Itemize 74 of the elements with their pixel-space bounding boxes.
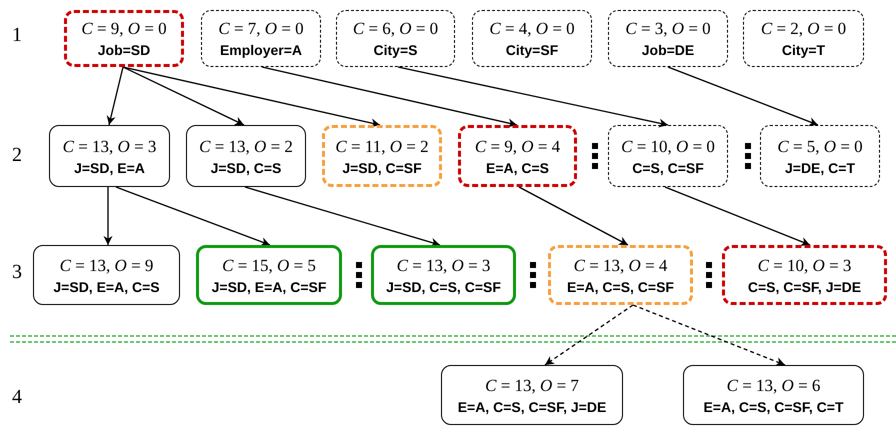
arrow <box>106 66 124 126</box>
score-text: C = 13, O = 2 <box>199 138 293 154</box>
attribute-text: E=A, C=S, C=SF <box>567 280 674 294</box>
attribute-text: J=SD, C=S, C=SF <box>386 280 501 294</box>
node-box <box>441 365 623 425</box>
arrow <box>122 66 244 126</box>
node-box <box>64 10 184 67</box>
attribute-text: C=S, C=SF, J=DE <box>748 280 862 294</box>
attribute-text: City=T <box>782 43 826 57</box>
attribute-text: J=SD, E=A <box>74 160 145 174</box>
score-text: C = 15, O = 5 <box>222 256 316 274</box>
node-box <box>683 365 864 425</box>
node-box <box>743 10 864 67</box>
attribute-text: J=SD, E=A, C=S <box>53 280 160 294</box>
score-text: C = 13, O = 7 <box>485 376 579 394</box>
row-number: 3 <box>12 262 22 282</box>
score-text: C = 13, O = 3 <box>62 138 156 154</box>
score-text: C = 11, O = 2 <box>335 138 429 154</box>
node-box <box>371 245 516 305</box>
node-box <box>548 245 693 305</box>
node-box <box>49 125 170 187</box>
arrow <box>518 186 628 246</box>
node-box <box>33 245 180 305</box>
attribute-text: J=DE, C=T <box>784 160 856 174</box>
node-box <box>458 125 577 187</box>
attribute-text: J=SD, C=SF <box>342 160 422 174</box>
score-text: C = 10, O = 0 <box>621 138 715 154</box>
node-box <box>201 10 321 67</box>
row-number: 1 <box>12 25 22 45</box>
dashed-arrow <box>544 304 634 366</box>
row-number: 2 <box>12 145 22 165</box>
attribute-text: E=A, C=S, C=SF, J=DE <box>458 400 606 414</box>
attribute-text: City=SF <box>506 43 558 57</box>
score-text: C = 9, O = 4 <box>474 138 560 154</box>
score-text: C = 13, O = 6 <box>726 376 820 394</box>
node-box <box>186 125 306 187</box>
score-text: C = 10, O = 3 <box>758 256 852 274</box>
node-box <box>336 10 455 67</box>
attribute-text: E=A, C=S <box>486 160 550 174</box>
attribute-text: Employer=A <box>220 43 302 57</box>
attribute-text: J=SD, C=S <box>210 160 282 174</box>
node-box <box>760 125 880 187</box>
node-box <box>472 10 592 67</box>
node-box <box>196 245 342 305</box>
attribute-text: C=S, C=SF <box>632 160 704 174</box>
node-box <box>322 125 442 187</box>
row-number: 4 <box>12 387 22 407</box>
score-text: C = 13, O = 3 <box>396 256 490 274</box>
attribute-text: J=SD, E=A, C=SF <box>212 280 326 294</box>
arrow <box>244 186 440 247</box>
node-box <box>608 125 728 187</box>
score-text: C = 13, O = 9 <box>60 256 154 274</box>
arrow <box>668 66 818 126</box>
score-text: C = 9, O = 0 <box>81 20 167 37</box>
score-text: C = 7, O = 0 <box>218 20 304 37</box>
arrow <box>116 186 270 246</box>
score-text: C = 3, O = 0 <box>625 20 711 37</box>
score-text: C = 2, O = 0 <box>760 20 846 37</box>
dashed-arrow <box>632 304 786 366</box>
node-box <box>722 245 887 305</box>
arrow <box>103 187 113 245</box>
score-text: C = 13, O = 4 <box>574 256 668 274</box>
score-text: C = 6, O = 0 <box>352 20 438 37</box>
arrow <box>262 66 518 128</box>
attribute-text: E=A, C=S, C=SF, C=T <box>703 400 844 414</box>
attribute-text: City=S <box>374 43 418 57</box>
score-text: C = 4, O = 0 <box>489 20 575 37</box>
attribute-text: Job=DE <box>642 43 694 57</box>
arrow <box>398 66 668 128</box>
node-box <box>608 10 728 67</box>
attribute-text: Job=SD <box>98 43 150 57</box>
arrow <box>664 186 810 246</box>
arrow <box>122 66 380 128</box>
score-text: C = 5, O = 0 <box>777 138 863 154</box>
